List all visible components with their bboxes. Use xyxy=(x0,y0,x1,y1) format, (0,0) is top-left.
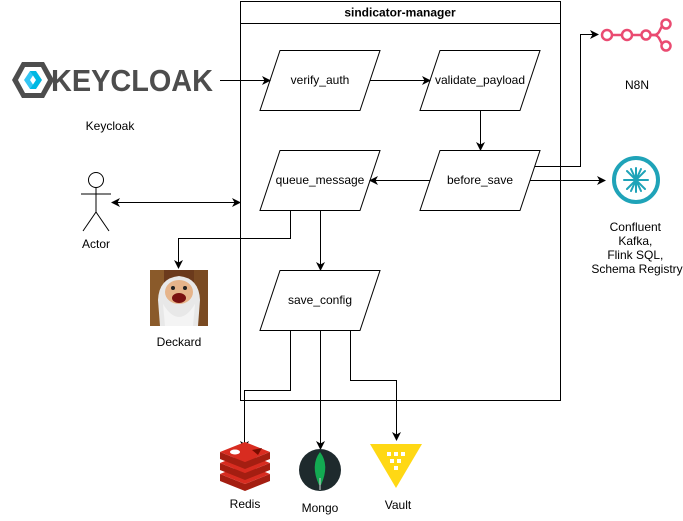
actor-label: Actor xyxy=(82,237,110,251)
save-config-node[interactable]: save_config xyxy=(259,270,381,331)
confluent-line-2: Kafka, xyxy=(618,234,652,248)
queue-message-label: queue_message xyxy=(276,173,365,187)
actor-icon xyxy=(81,172,111,232)
confluent-label: Confluent Kafka, Flink SQL, Schema Regis… xyxy=(591,220,682,276)
deckard-label: Deckard xyxy=(157,335,202,349)
edges xyxy=(111,30,606,450)
deckard-avatar-icon xyxy=(150,270,208,326)
edge-before-save-n8n xyxy=(535,30,599,167)
mongo-label: Mongo xyxy=(302,501,339,515)
before-save-label: before_save xyxy=(447,173,513,187)
edge-save-config-vault xyxy=(350,330,401,441)
redis-icon xyxy=(220,442,270,491)
confluent-line-4: Schema Registry xyxy=(591,262,682,276)
redis-label: Redis xyxy=(230,497,261,511)
before-save-node[interactable]: before_save xyxy=(419,150,541,211)
confluent-line-1: Confluent xyxy=(610,220,662,234)
mongo-icon xyxy=(299,449,341,491)
validate-payload-node[interactable]: validate_payload xyxy=(419,50,541,111)
n8n-icon xyxy=(600,18,672,52)
validate-payload-label: validate_payload xyxy=(435,73,525,87)
save-config-label: save_config xyxy=(288,293,352,307)
edge-queue-message-deckard xyxy=(174,210,291,269)
container-title: sindicator-manager xyxy=(344,6,456,20)
vault-label: Vault xyxy=(385,498,412,512)
keycloak-logo-text: KEYCLOAK xyxy=(51,63,214,98)
confluent-line-3: Flink SQL, xyxy=(607,248,663,262)
keycloak-logo: KEYCLOAK xyxy=(12,62,214,98)
keycloak-logo-icon xyxy=(12,62,54,98)
verify-auth-node[interactable]: verify_auth xyxy=(259,50,381,111)
queue-message-node[interactable]: queue_message xyxy=(259,150,381,211)
n8n-label: N8N xyxy=(625,78,649,92)
edge-save-config-redis xyxy=(240,330,291,450)
confluent-icon xyxy=(612,156,660,204)
verify-auth-label: verify_auth xyxy=(291,73,350,87)
vault-icon xyxy=(370,444,422,488)
keycloak-label: Keycloak xyxy=(86,119,136,133)
